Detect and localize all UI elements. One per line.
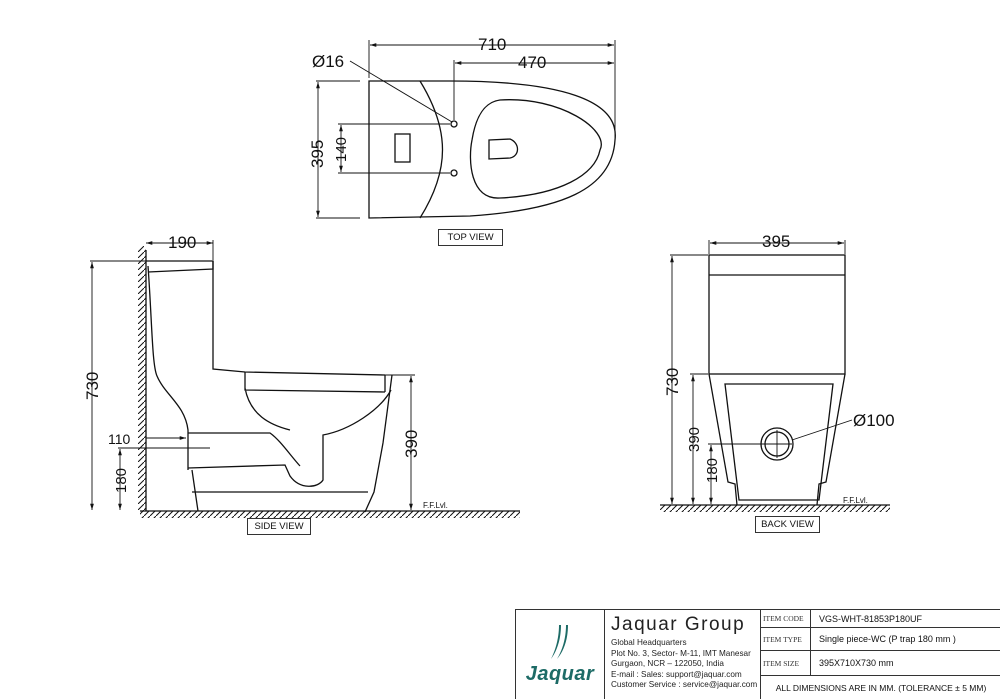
dim-190: 190 [168,233,196,252]
spec-row-item-type: ITEM TYPE Single piece-WC (P trap 180 mm… [761,628,1000,651]
floor-level-back: F.F.Lvl. [843,496,868,505]
dim-390-side: 390 [402,430,421,458]
spec-value: VGS-WHT-81853P180UF [819,613,923,624]
title-block: Jaquar Jaquar Group Global Headquarters … [515,609,1000,699]
spec-key: ITEM SIZE [761,651,811,675]
dim-470: 470 [518,53,546,72]
top-view: 710 470 Ø16 395 140 [308,35,616,219]
address-line: E-mail : Sales: support@jaquar.com [611,669,742,679]
dim-140: 140 [333,137,350,162]
dim-180-side: 180 [113,468,130,493]
spec-value: Single piece-WC (P trap 180 mm ) [819,634,956,644]
dim-390-back: 390 [686,427,703,452]
spec-row-item-size: ITEM SIZE 395X710X730 mm [761,651,1000,676]
address-line: Global Headquarters [611,638,687,647]
dim-395-top: 395 [308,140,327,168]
dimensions-note: ALL DIMENSIONS ARE IN MM. (TOLERANCE ± 5… [775,682,987,693]
logo: Jaquar [516,610,605,699]
side-view: 190 730 390 180 110 F.F.Lvl. [83,233,520,518]
dim-hole-diameter: Ø16 [312,52,344,71]
dim-730-side: 730 [83,372,102,400]
dim-180-back: 180 [704,458,721,483]
address-line: Gurgaon, NCR – 122050, India [611,659,724,669]
company-info: Jaquar Group Global Headquarters Plot No… [605,610,761,699]
spec-key: ITEM TYPE [761,628,811,650]
spec-value: 395X710X730 mm [819,658,894,668]
spec-row-item-code: ITEM CODE VGS-WHT-81853P180UF [761,610,1000,628]
back-view-label: BACK VIEW [755,516,820,533]
floor-level-side: F.F.Lvl. [423,501,448,510]
dim-outlet-diameter: Ø100 [853,411,895,430]
company-name: Jaquar Group [611,614,746,635]
logo-wordmark: Jaquar [525,663,595,685]
jaquar-swoosh-icon [551,625,568,659]
top-view-label: TOP VIEW [438,229,503,246]
address-line: Customer Service : service@jaquar.com [611,680,758,690]
dim-395-back: 395 [762,232,790,251]
dim-110: 110 [108,431,131,447]
spec-key: ITEM CODE [761,610,811,627]
spec-table: ITEM CODE VGS-WHT-81853P180UF ITEM TYPE … [761,610,1000,699]
side-view-label: SIDE VIEW [247,518,311,535]
back-view: 395 730 390 180 Ø100 F.F.Lvl. [660,232,895,512]
address-line: Plot No. 3, Sector- M-11, IMT Manesar [611,648,751,658]
dim-730-back: 730 [663,368,682,396]
dim-710: 710 [478,35,506,54]
